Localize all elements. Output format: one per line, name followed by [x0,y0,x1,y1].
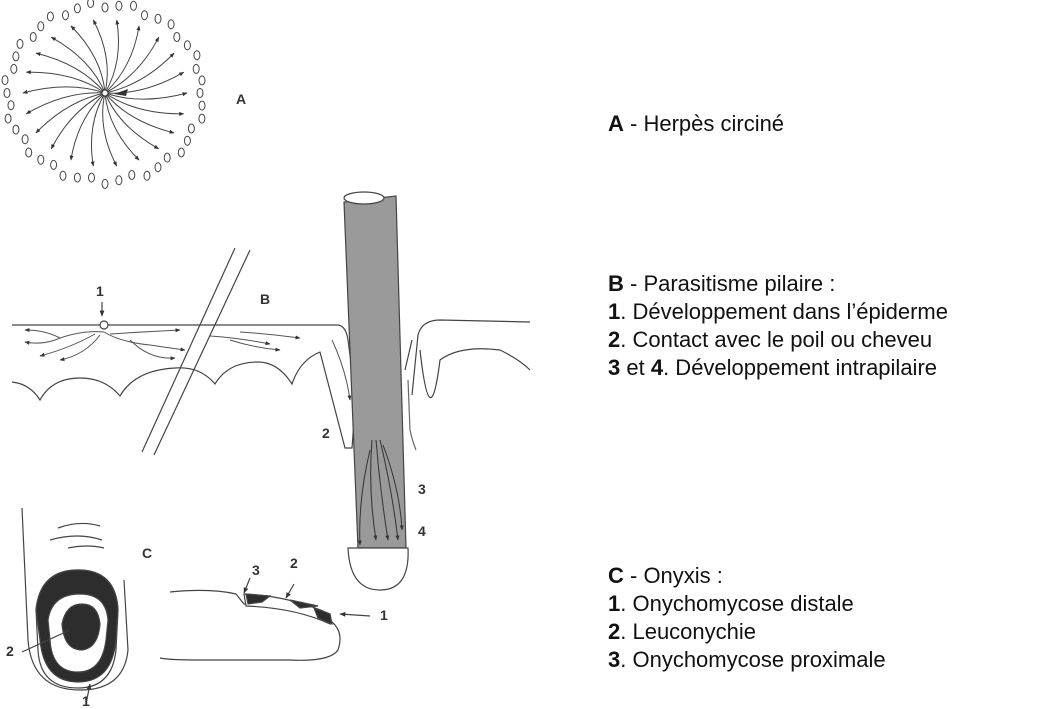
legend-c-item-1: 1. Onychomycose distale [608,590,886,618]
label-c-left-2: 2 [6,643,14,659]
spore-icon [184,136,190,145]
spore-icon [74,173,80,182]
spore-icon [102,3,108,12]
hypha-branch [93,20,107,93]
spore-icon [194,51,200,60]
spore-icon [38,22,44,31]
legend-c-item-2: 2. Leuconychie [608,618,886,646]
label-b-4: 4 [418,523,426,539]
legend-b-item-1: 1. Développement dans l’épiderme [608,298,948,326]
spore-icon [197,89,203,98]
label-c-right-3: 3 [252,562,260,578]
hypha-branch [23,87,105,93]
spore-icon [144,171,150,180]
spore-icon [193,64,199,73]
spore-icon [131,1,137,10]
panel-a-drawing [2,0,205,188]
spore-icon [2,76,8,85]
spore-icon [178,148,184,157]
label-c-right-1: 1 [380,607,388,623]
spore-icon [5,114,11,123]
label-panel-b: B [260,291,270,307]
legend-b-item-2: 2. Contact avec le poil ou cheveu [608,326,948,354]
spore-icon [174,33,180,42]
figure-illustration: A [0,0,560,709]
label-panel-c: C [142,545,152,561]
legend-c-title: C - Onyxis : [608,562,886,590]
legend-b: B - Parasitisme pilaire : 1. Développeme… [608,270,948,382]
spore-icon [63,11,69,20]
spore-icon [22,135,28,144]
spore-icon [89,173,95,182]
panel-c-drawing [22,508,370,704]
label-b-2: 2 [322,425,330,441]
spore-icon [168,20,174,29]
spore-icon [60,171,66,180]
label-c-left-1: 1 [82,693,90,709]
spore-icon [74,4,80,13]
legend-b-title: B - Parasitisme pilaire : [608,270,948,298]
spore-icon [88,0,94,8]
spore-icon [199,114,205,123]
legend-c-item-3: 3. Onychomycose proximale [608,646,886,674]
spore-icon [116,176,122,185]
spore-icon [11,64,17,73]
spore-icon [155,163,161,172]
spore-icon [47,12,53,21]
spore-icon [4,89,10,98]
spore-icon [129,171,135,180]
spore-icon [38,155,44,164]
label-panel-a: A [236,91,246,107]
spore-icon [13,52,19,61]
spore-icon [199,76,205,85]
spore-icon [30,33,36,42]
spore-icon [188,124,194,133]
legend-b-item-3: 3 et 4. Développement intrapilaire [608,354,948,382]
spore-icon [164,153,170,162]
legend-a: A - Herpès circiné [608,110,784,138]
spore-icon [199,101,205,110]
spore-icon [13,125,19,134]
label-b-1: 1 [96,283,104,299]
legend-c: C - Onyxis : 1. Onychomycose distale 2. … [608,562,886,674]
spore-icon [155,14,161,23]
label-c-right-2: 2 [290,555,298,571]
spore-icon [142,11,148,20]
spore-icon [51,160,57,169]
legend-a-title: A - Herpès circiné [608,110,784,138]
spore-icon [8,101,14,110]
panel-b-drawing [12,192,530,590]
spore-icon [116,1,122,10]
hypha-branch [103,93,117,166]
spore-icon [17,39,23,48]
spore-icon [184,41,190,50]
spore-icon [26,148,32,157]
spore-icon [102,179,108,188]
label-b-3: 3 [418,481,426,497]
